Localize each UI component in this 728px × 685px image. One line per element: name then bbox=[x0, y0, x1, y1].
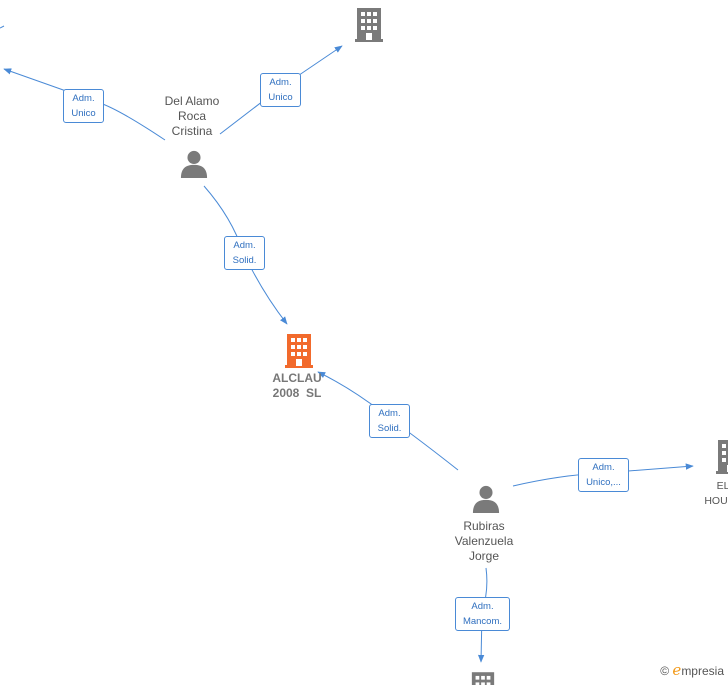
company-building-icon-elhouse bbox=[716, 440, 728, 474]
edge-label-adm-unico-top[interactable]: Adm. Unico bbox=[260, 73, 301, 107]
person-icon-rubiras bbox=[472, 485, 500, 513]
company-label-elhouse[interactable]: EL HOUSE bbox=[704, 480, 728, 507]
edge-top-left-stub bbox=[0, 25, 5, 29]
company-label-alclau[interactable]: ALCLAU 2008 SL bbox=[272, 371, 322, 400]
person-label-rubiras[interactable]: Rubiras Valenzuela Jorge bbox=[454, 519, 514, 563]
edge-label-adm-unico-more[interactable]: Adm. Unico,... bbox=[578, 458, 629, 492]
person-icon-del-alamo bbox=[180, 150, 208, 178]
empresia-logo-text: mpresia bbox=[681, 664, 724, 678]
company-building-icon-alclau bbox=[285, 334, 313, 368]
edge-label-adm-solid-upper[interactable]: Adm. Solid. bbox=[224, 236, 265, 270]
edge-label-adm-mancom[interactable]: Adm. Mancom. bbox=[455, 597, 510, 631]
copyright-symbol: © bbox=[660, 664, 670, 678]
company-building-icon-bottom bbox=[470, 672, 496, 685]
empresia-logo-initial: e bbox=[672, 661, 682, 679]
edge-label-adm-solid-lower[interactable]: Adm. Solid. bbox=[369, 404, 410, 438]
empresia-watermark: © empresia bbox=[660, 661, 724, 679]
person-label-del-alamo[interactable]: Del Alamo Roca Cristina bbox=[164, 94, 220, 138]
edge-label-adm-unico-left[interactable]: Adm. Unico bbox=[63, 89, 104, 123]
company-building-icon-top bbox=[355, 8, 383, 42]
